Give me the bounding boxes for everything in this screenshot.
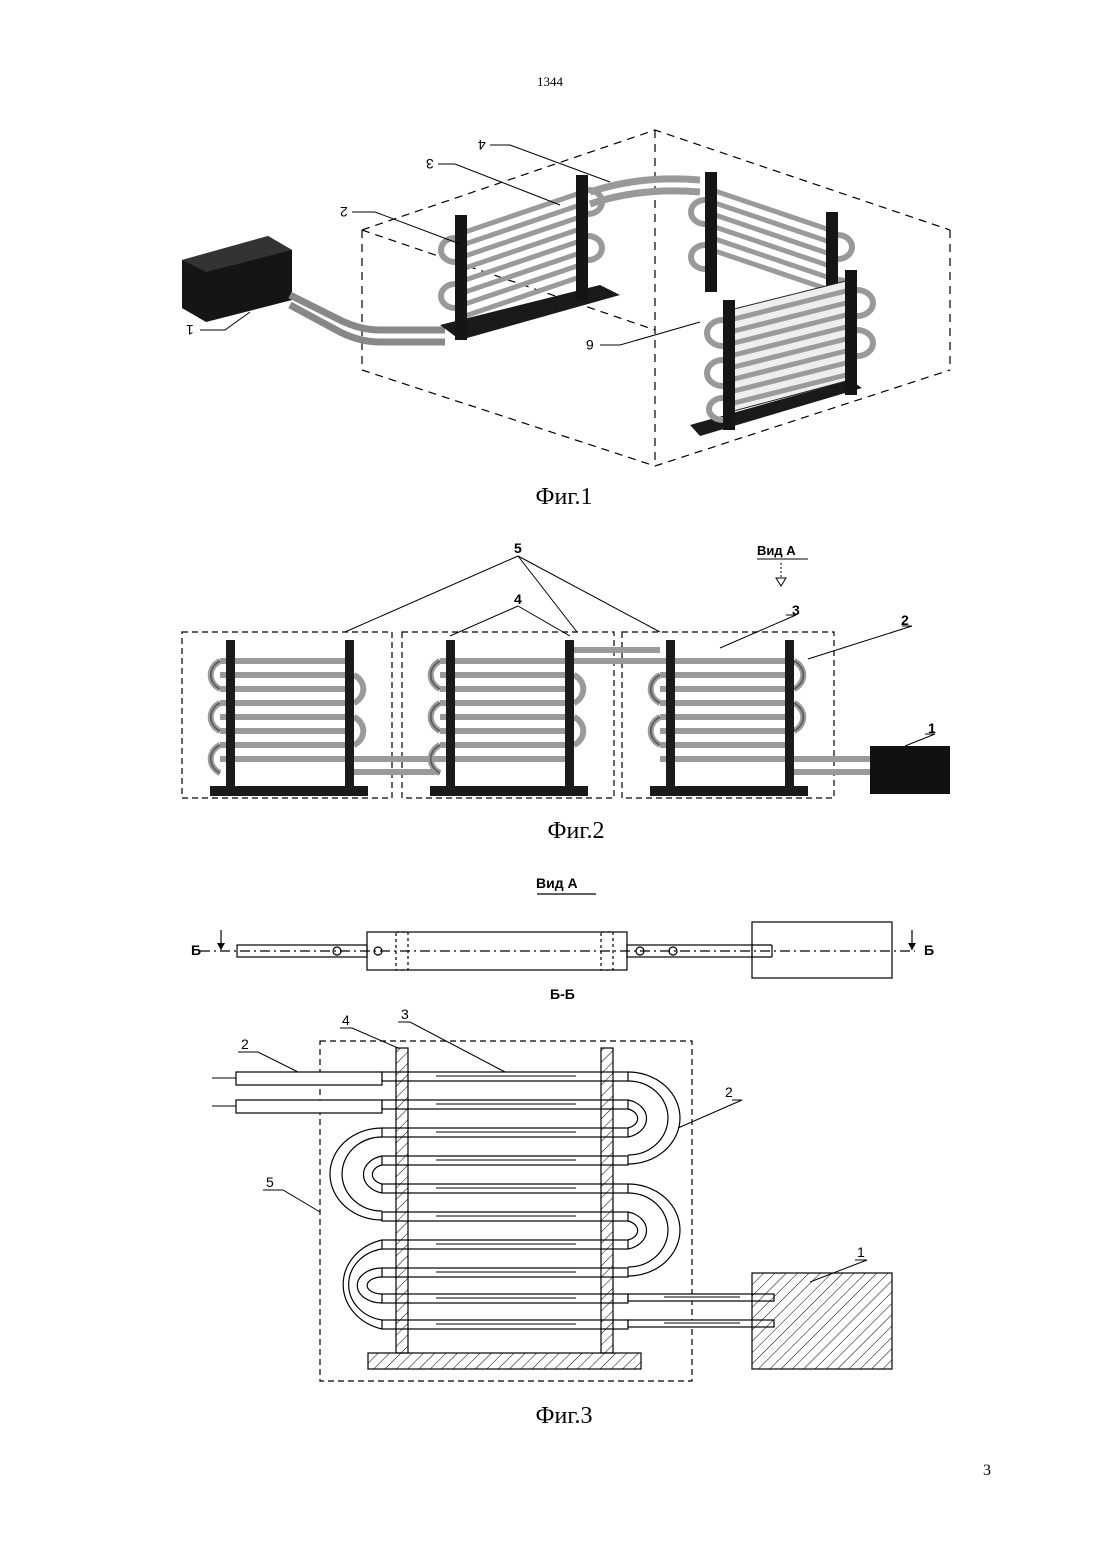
fig3-view-label: Вид А: [536, 875, 578, 891]
fig3-label-2-left: 2: [241, 1036, 249, 1052]
fig3-label-3: 3: [401, 1006, 409, 1022]
fig3-label-2-right: 2: [725, 1084, 733, 1100]
fig3-section-marker-right: Б: [924, 942, 934, 958]
fig3-label-4: 4: [342, 1012, 350, 1028]
fig3-label-1: 1: [857, 1244, 865, 1260]
fig3-pipes: [236, 1072, 774, 1329]
fig3-label-5: 5: [266, 1174, 274, 1190]
fig3-caption: Фиг.3: [464, 1403, 664, 1430]
fig3-section-marker-left: Б: [191, 942, 201, 958]
fig3-view-a: [200, 894, 915, 978]
fig3-block: [752, 1273, 892, 1369]
fig3-section-title: Б-Б: [550, 986, 575, 1002]
